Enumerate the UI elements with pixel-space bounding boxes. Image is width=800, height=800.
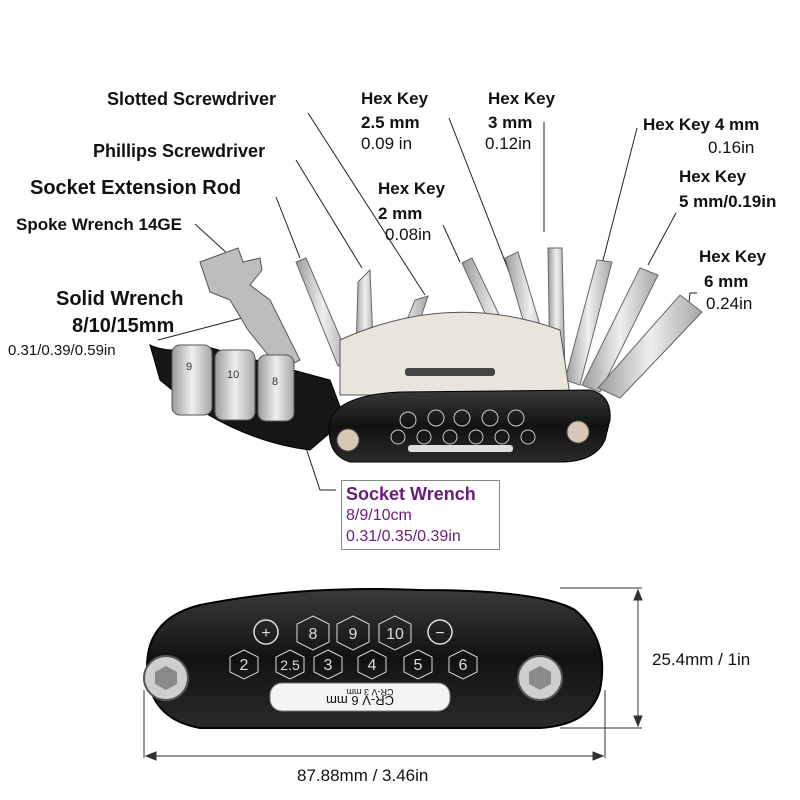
label-hex-2-title: Hex Key bbox=[378, 179, 446, 198]
marking-plus: + bbox=[253, 619, 279, 645]
socket-9 bbox=[171, 344, 213, 416]
dimension-lines bbox=[143, 587, 643, 761]
label-hex-2-in: 0.08in bbox=[385, 225, 432, 244]
leader-hex5 bbox=[647, 212, 677, 266]
handle-plate bbox=[339, 311, 571, 396]
svg-text:4: 4 bbox=[368, 657, 377, 674]
label-hex-3-mm: 3 mm bbox=[488, 113, 533, 132]
leader-hex4 bbox=[599, 127, 638, 273]
leader-lines bbox=[157, 112, 697, 491]
marking-hex-6: 6 bbox=[448, 649, 478, 680]
closed-body bbox=[146, 588, 604, 729]
marking-9: 9 bbox=[336, 615, 370, 651]
svg-text:+: + bbox=[261, 625, 270, 642]
hex-6-key bbox=[597, 294, 703, 399]
hex-4-key bbox=[564, 259, 613, 386]
label-hex-25-title: Hex Key bbox=[361, 89, 429, 108]
label-solid-wrench-in: 0.31/0.39/0.59in bbox=[8, 342, 116, 359]
label-hex-25-mm: 2.5 mm bbox=[361, 113, 420, 132]
socket-wrench-in: 0.31/0.35/0.39in bbox=[346, 528, 461, 545]
marking-hex-3: 3 bbox=[313, 649, 343, 680]
height-dimension-label: 25.4mm / 1in bbox=[652, 650, 751, 669]
label-hex-6-title: Hex Key bbox=[699, 247, 767, 266]
label-hex-6-in: 0.24in bbox=[706, 294, 753, 313]
socket-label-10: 10 bbox=[227, 369, 239, 381]
svg-text:2.5: 2.5 bbox=[280, 657, 300, 673]
spoke-wrench-blade bbox=[199, 247, 301, 371]
top-body-markings bbox=[390, 409, 536, 445]
svg-text:2: 2 bbox=[240, 657, 249, 674]
label-hex-25-in: 0.09 in bbox=[361, 134, 413, 153]
marking-hex-5: 5 bbox=[403, 649, 433, 680]
fanned-tools: 9 10 8 bbox=[149, 247, 703, 463]
leader-slotted bbox=[307, 112, 426, 296]
label-solid-wrench-title: Solid Wrench bbox=[56, 288, 184, 310]
leader-hex2 bbox=[442, 224, 461, 263]
socket-10 bbox=[214, 349, 256, 421]
svg-text:6: 6 bbox=[459, 657, 468, 674]
label-hex-4-in: 0.16in bbox=[708, 138, 755, 157]
svg-text:9: 9 bbox=[349, 626, 358, 643]
label-solid-wrench-mm: 8/10/15mm bbox=[72, 315, 175, 337]
label-spoke-wrench: Spoke Wrench 14GE bbox=[16, 215, 182, 234]
svg-text:5: 5 bbox=[414, 657, 423, 674]
svg-text:8: 8 bbox=[309, 626, 318, 643]
svg-text:10: 10 bbox=[386, 626, 404, 643]
socket-wrench-cm: 8/9/10cm bbox=[346, 507, 412, 524]
socket-8 bbox=[257, 354, 295, 422]
label-hex-2-mm: 2 mm bbox=[378, 204, 423, 223]
marking-8: 8 bbox=[296, 615, 330, 651]
hex-5-key bbox=[581, 267, 659, 393]
marking-hex-25: 2.5 bbox=[275, 649, 305, 680]
label-hex-4-title: Hex Key 4 mm bbox=[643, 115, 760, 134]
leader-phillips bbox=[295, 159, 363, 269]
svg-text:−: − bbox=[435, 625, 444, 642]
closed-markings: + 8 9 10 − 2 2.5 3 4 5 6 bbox=[229, 615, 478, 680]
marking-hex-2: 2 bbox=[229, 649, 259, 680]
marking-hex-4: 4 bbox=[357, 649, 387, 680]
label-hex-3-in: 0.12in bbox=[485, 134, 532, 153]
label-phillips-screwdriver: Phillips Screwdriver bbox=[93, 141, 266, 161]
engraving-plate bbox=[269, 682, 451, 712]
label-socket-extension-rod: Socket Extension Rod bbox=[30, 177, 242, 199]
marking-10: 10 bbox=[378, 615, 412, 651]
engraving-small: CR-V 3 mm bbox=[347, 687, 394, 697]
label-hex-3-title: Hex Key bbox=[488, 89, 556, 108]
svg-text:3: 3 bbox=[324, 657, 333, 674]
leader-hex25 bbox=[448, 117, 516, 288]
socket-wrench-callout: Socket Wrench 8/9/10cm 0.31/0.35/0.39in bbox=[341, 480, 500, 550]
engraving-text: CR-V 6 mm bbox=[326, 693, 394, 708]
socket-label-9: 9 bbox=[186, 361, 192, 373]
label-slotted-screwdriver: Slotted Screwdriver bbox=[107, 89, 277, 109]
sockets: 9 10 8 bbox=[171, 344, 295, 422]
label-hex-6-mm: 6 mm bbox=[704, 272, 749, 291]
socket-wrench-title: Socket Wrench bbox=[346, 484, 476, 504]
leader-extension bbox=[275, 196, 301, 259]
label-hex-5-title: Hex Key bbox=[679, 167, 747, 186]
label-hex-5-mm-in: 5 mm/0.19in bbox=[679, 192, 777, 211]
socket-label-8: 8 bbox=[272, 376, 278, 388]
marking-minus: − bbox=[427, 619, 453, 645]
leader-solid bbox=[157, 317, 243, 341]
width-dimension-label: 87.88mm / 3.46in bbox=[297, 766, 429, 785]
leader-spoke bbox=[194, 223, 231, 257]
closed-tool: CR-V 6 mm CR-V 3 mm bbox=[143, 588, 604, 729]
